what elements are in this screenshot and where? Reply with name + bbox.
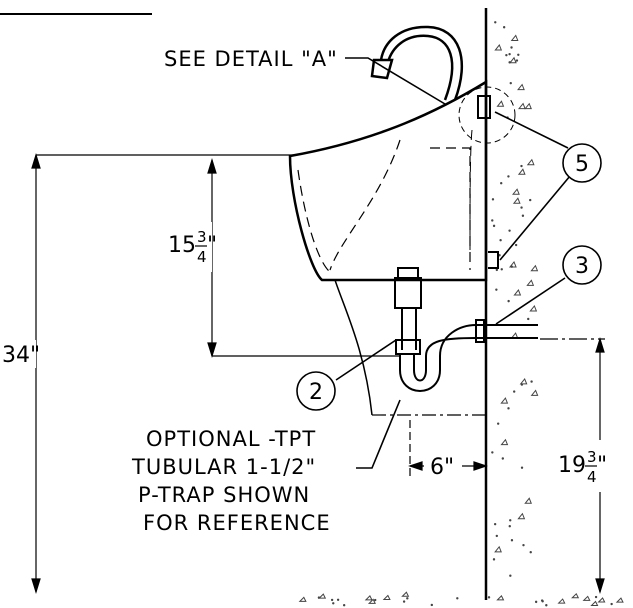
dimension-lines [31,152,605,595]
svg-text:4: 4 [197,248,207,266]
wall-hatch [491,21,539,577]
bowl-depth-label: 15 3 4 " [168,222,217,272]
ptrap-note-line4: FOR REFERENCE [143,511,331,535]
detail-a-note: SEE DETAIL "A" [164,47,338,71]
overall-height-label: 34" [2,343,40,368]
drain-height-label: 19 3 4 " [556,440,614,492]
svg-text:15: 15 [168,233,196,258]
callout-5-label: 5 [575,152,589,177]
callout-2: 2 [296,371,336,411]
callout-2-label: 2 [309,380,323,405]
svg-text:3: 3 [197,228,207,246]
callout-3: 3 [562,245,602,285]
floor-hatch [298,591,624,607]
wall [484,8,539,600]
callout-3-label: 3 [575,254,589,279]
svg-text:19: 19 [558,453,586,478]
pedestal [334,279,486,416]
faucet [370,25,464,101]
p-trap [394,267,538,392]
detail-a-circle [458,86,516,144]
svg-text:3: 3 [587,448,597,466]
sink-bowl [288,79,488,282]
callout-5: 5 [562,143,602,183]
svg-text:": " [597,453,607,478]
leader-lines [335,57,571,469]
ptrap-note-line2: TUBULAR 1-1/2" [131,455,316,479]
svg-text:": " [207,233,217,258]
wall-brackets [477,95,499,269]
wall-offset-label: 6" [430,455,454,480]
ptrap-note-line1: OPTIONAL -TPT [146,427,316,451]
ptrap-note-line3: P-TRAP SHOWN [138,483,310,507]
svg-text:4: 4 [587,468,597,486]
